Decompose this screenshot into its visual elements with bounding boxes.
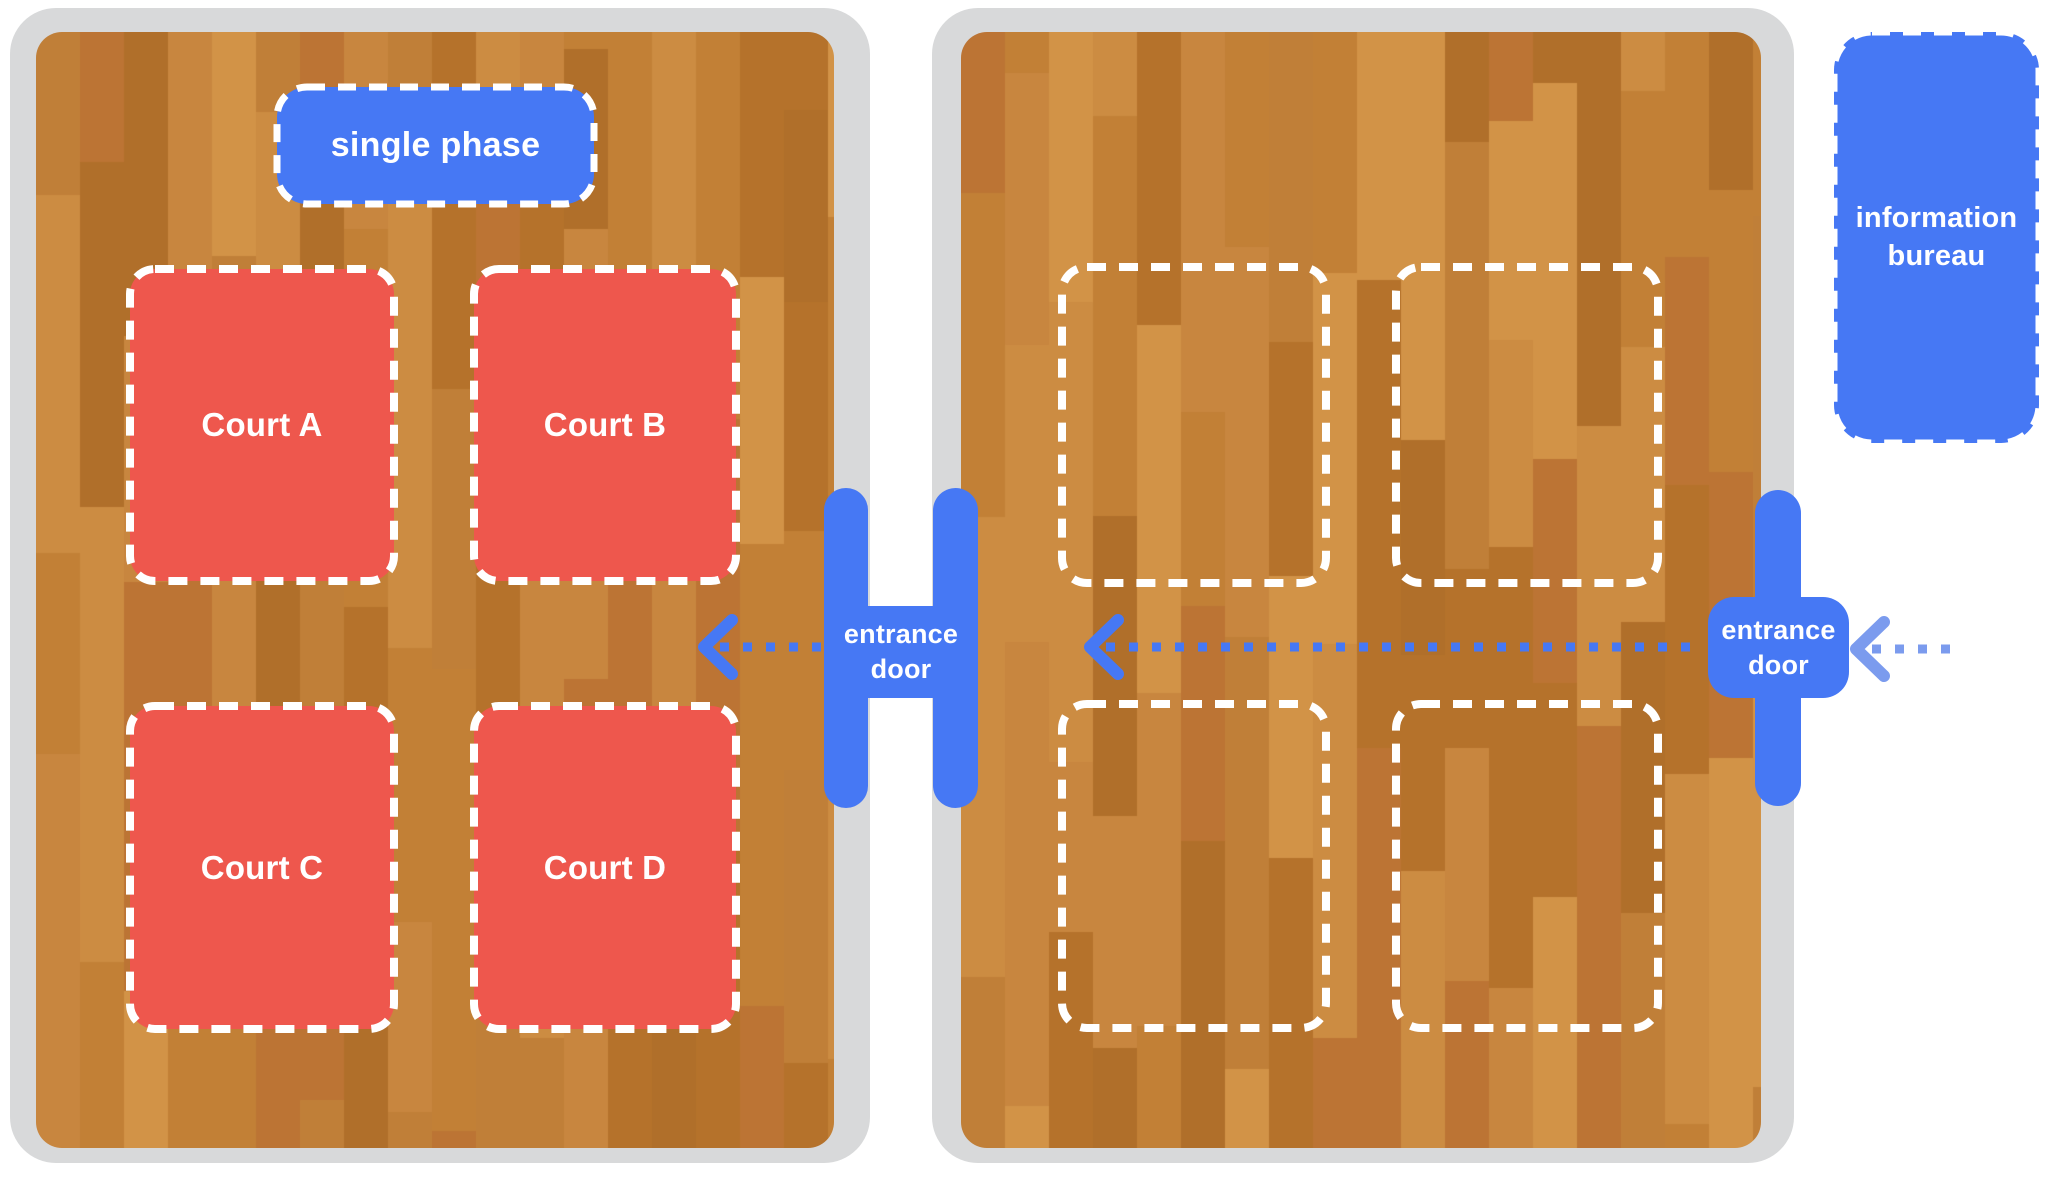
middle-entrance-door-label: entrance door xyxy=(824,606,978,698)
right-hall xyxy=(932,8,1794,1163)
court-d-label: Court D xyxy=(543,848,667,886)
court-a-label: Court A xyxy=(201,406,323,443)
entrance-word: entrance xyxy=(843,619,959,650)
dashed-border xyxy=(1058,263,1330,587)
door-word: door xyxy=(870,654,932,684)
court-b-label: Court B xyxy=(543,406,667,443)
arrow-into-left-hall-icon xyxy=(698,614,822,680)
arrow-across-right-hall-icon xyxy=(1084,614,1702,680)
information-bureau: information bureau xyxy=(1830,28,2043,447)
dashed-border xyxy=(1392,263,1662,587)
bureau-word: bureau xyxy=(1887,239,1986,272)
single-phase-label: single phase xyxy=(330,126,541,164)
dashed-border xyxy=(470,702,740,1033)
court-c-label: Court C xyxy=(200,848,324,886)
dashed-border xyxy=(1830,28,2043,447)
court-c: Court C xyxy=(126,702,398,1033)
entrance-word: entrance xyxy=(1721,614,1836,645)
dashed-border xyxy=(1392,700,1662,1032)
arrow-from-outside-icon xyxy=(1850,616,1957,682)
dashed-border xyxy=(126,702,398,1033)
dashed-border xyxy=(273,83,598,208)
information-bureau-label: information bureau xyxy=(1830,28,2043,447)
dashed-border xyxy=(126,265,398,585)
right-entrance-door-label: entrance door xyxy=(1708,597,1849,698)
court-b: Court B xyxy=(470,265,740,585)
court-d: Court D xyxy=(470,702,740,1033)
dashed-border xyxy=(470,265,740,585)
right-hall-floor xyxy=(961,32,1761,1148)
dashed-border xyxy=(1058,700,1330,1032)
single-phase-badge: single phase xyxy=(273,83,598,208)
left-hall: single phase Court A Court B Court C xyxy=(10,8,870,1163)
door-word: door xyxy=(1748,649,1809,680)
information-word: information xyxy=(1855,201,2018,234)
court-a: Court A xyxy=(126,265,398,585)
